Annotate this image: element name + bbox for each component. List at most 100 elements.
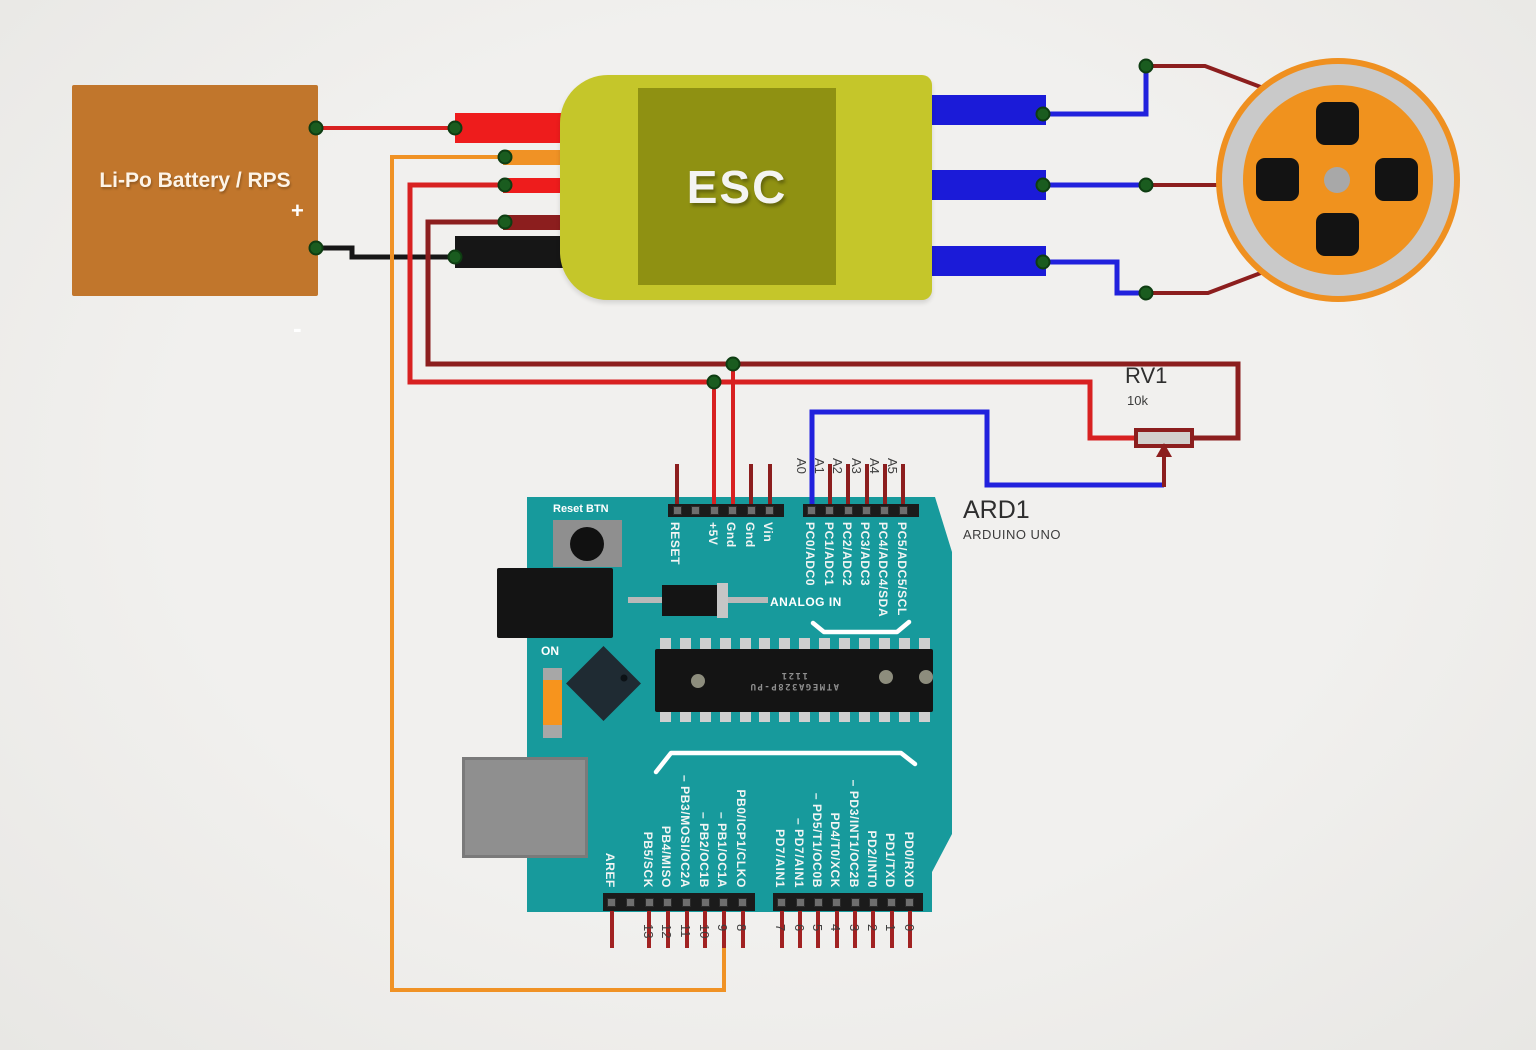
- battery-minus-label: -: [293, 313, 302, 343]
- power-jack: [497, 568, 613, 638]
- pin-3v3: [691, 506, 701, 515]
- mcu-label: ATMEGA328P-PU 1121: [749, 670, 839, 692]
- pin-number-8: 8: [734, 924, 749, 932]
- esc-signal-lead: [503, 150, 567, 165]
- pin-a4: [880, 506, 890, 515]
- pin-label-pb2: – PB2/OC1B: [697, 811, 711, 888]
- pin-label-pb4: PB4/MISO: [659, 825, 673, 888]
- pin-label-a0: A0: [794, 458, 809, 474]
- esc-bec-5v-lead: [503, 178, 567, 193]
- pin-label-pc0: PC0/ADC0: [803, 522, 817, 587]
- pin-label-reset: RESET: [668, 522, 682, 566]
- pin-reset: [672, 506, 682, 515]
- arduino-ref: ARD1: [963, 496, 1030, 524]
- pin-12: [663, 897, 673, 907]
- pin-label-pb5: PB5/SCK: [641, 831, 655, 888]
- motor-pad-left: [1256, 158, 1299, 201]
- analog-in-label: ANALOG IN: [770, 595, 842, 609]
- on-led-label: ON: [541, 644, 559, 658]
- pot-value-label: 10k: [1127, 393, 1148, 408]
- esc-battery-plus-lead: [455, 113, 565, 143]
- pin-gnd2: [746, 506, 756, 515]
- battery-block: Li-Po Battery / RPS + -: [72, 85, 318, 343]
- pot-wiper: [1156, 443, 1172, 487]
- pin-label-gnd2: Gnd: [743, 522, 757, 548]
- reset-button-cap: [570, 527, 604, 561]
- pin-1: [887, 897, 897, 907]
- pin-label-aref: AREF: [603, 852, 617, 888]
- pin-label-pc4: PC4/ADC4/SDA: [876, 522, 890, 618]
- reset-btn-label: Reset BTN: [553, 503, 609, 515]
- pin-number-1: 1: [883, 924, 898, 932]
- diode-body: [662, 585, 718, 616]
- reset-button: [553, 520, 622, 567]
- pin-label-pb0: PB0/ICP1/CLKO: [734, 789, 748, 889]
- pin-a2: [843, 506, 853, 515]
- digital-header-right: [773, 893, 924, 911]
- pin-label-a5: A5: [885, 458, 900, 474]
- motor: [1216, 58, 1460, 302]
- esc-label: ESC: [686, 160, 788, 213]
- pin-label-pc1: PC1/ADC1: [822, 522, 836, 587]
- pin-number-7: 7: [773, 924, 788, 932]
- usb-connector: [462, 757, 588, 858]
- pin-gnd3: [625, 897, 635, 907]
- pin-label-a4: A4: [867, 458, 882, 474]
- pin-label-pd3: – PD3/INT1/OC2B: [847, 779, 861, 888]
- pin-label-gnd1: Gnd: [724, 522, 738, 548]
- pin-2: [868, 897, 878, 907]
- pin-11: [681, 897, 691, 907]
- esc-inner-plate: ESC: [638, 88, 836, 285]
- pin-number-4: 4: [828, 924, 843, 932]
- pin-label-pd0: PD0/RXD: [902, 831, 916, 888]
- pin-0: [905, 897, 915, 907]
- diode-band: [717, 583, 728, 618]
- pin-a1: [825, 506, 835, 515]
- pin-number-0: 0: [902, 924, 917, 932]
- digital-header-left: [603, 893, 756, 911]
- pot-ref-label: RV1: [1125, 363, 1168, 388]
- esc-motor-lead-3: [930, 246, 1046, 276]
- esc-bec-gnd-lead: [503, 215, 567, 230]
- pin-label-a3: A3: [849, 458, 864, 474]
- pin-number-2: 2: [865, 924, 880, 932]
- battery-label: Li-Po Battery / RPS: [99, 169, 291, 192]
- pin-number-9: 9: [715, 924, 730, 932]
- pin-aref: [607, 897, 617, 907]
- pin-number-12: 12: [659, 924, 674, 939]
- pin-13: [644, 897, 654, 907]
- pin-9: [719, 897, 729, 907]
- esc-battery-minus-lead: [455, 236, 567, 268]
- pin-label-a2: A2: [830, 458, 845, 474]
- pin-label-vin: Vin: [761, 522, 775, 543]
- pin-label-pd5: – PD5/T1/OC0B: [810, 792, 824, 888]
- pin-label-5v: +5V: [706, 522, 720, 546]
- battery-plus-label: +: [291, 198, 304, 223]
- pin-a5: [898, 506, 908, 515]
- pin-number-11: 11: [678, 924, 693, 938]
- pin-label-a1: A1: [812, 458, 827, 474]
- pin-label-pd1: PD1/TXD: [883, 833, 897, 888]
- arduino-name: ARDUINO UNO: [963, 527, 1061, 542]
- analog-header: [803, 504, 920, 517]
- pin-number-5: 5: [810, 924, 825, 932]
- motor-pad-right: [1375, 158, 1418, 201]
- pin-label-pc3: PC3/ADC3: [858, 522, 872, 587]
- esc-block: ESC: [560, 75, 932, 300]
- pin-5v: [709, 506, 719, 515]
- pin-number-3: 3: [847, 924, 862, 932]
- pin-label-pb1: – PB1/OC1A: [715, 811, 729, 888]
- pin-3: [850, 897, 860, 907]
- power-header: [668, 504, 784, 517]
- power-led: [543, 668, 562, 738]
- pin-label-pc2: PC2/ADC2: [840, 522, 854, 587]
- pin-vin: [765, 506, 775, 515]
- pin-7: [777, 897, 787, 907]
- pin-label-pb3: – PB3/MOSI/OC2A: [678, 774, 692, 888]
- pot-rv1: [1134, 428, 1194, 448]
- pin-label-pd7: PD7/AIN1: [773, 829, 787, 888]
- pin-label-pd4: PD4/T0/XCK: [828, 812, 842, 888]
- pin-a0: [807, 506, 817, 515]
- motor-shaft: [1324, 167, 1350, 193]
